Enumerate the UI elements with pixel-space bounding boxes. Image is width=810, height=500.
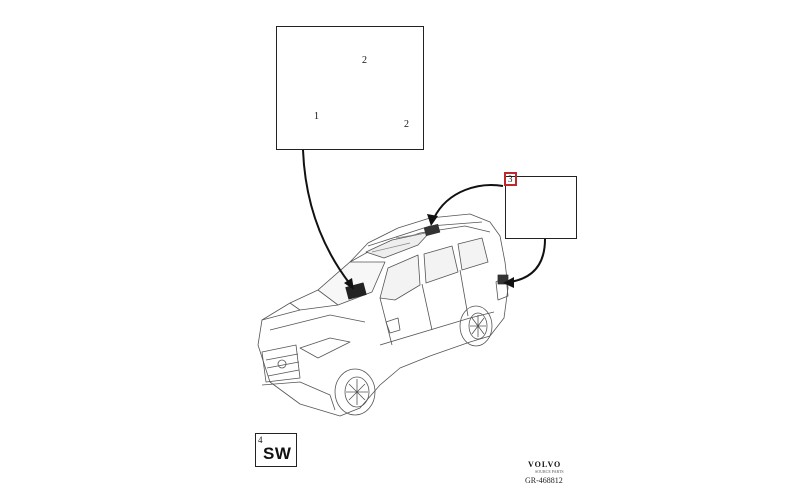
- detail-box-3: [505, 176, 577, 239]
- callout-2-top: 2: [362, 55, 367, 66]
- note-number-4: 4: [258, 435, 263, 445]
- car-illustration: [257, 213, 509, 417]
- arrow-box3-to-roof: [433, 184, 504, 219]
- sw-note-box: [255, 433, 297, 467]
- callout-3: 3: [508, 174, 513, 184]
- brand-logo-text: VOLVO: [528, 460, 562, 469]
- brand-subtitle: SOURCE PARTS: [535, 469, 564, 474]
- arrow-box1-to-windshield: [302, 149, 351, 285]
- highlight-box-3: [504, 172, 517, 186]
- detail-box-1: [276, 26, 424, 150]
- sw-label: SW: [263, 444, 292, 463]
- callout-2-bottom: 2: [404, 119, 409, 130]
- callout-1: 1: [314, 111, 319, 122]
- figure-reference: GR-468812: [525, 476, 563, 485]
- arrow-box3-to-rear: [509, 238, 546, 283]
